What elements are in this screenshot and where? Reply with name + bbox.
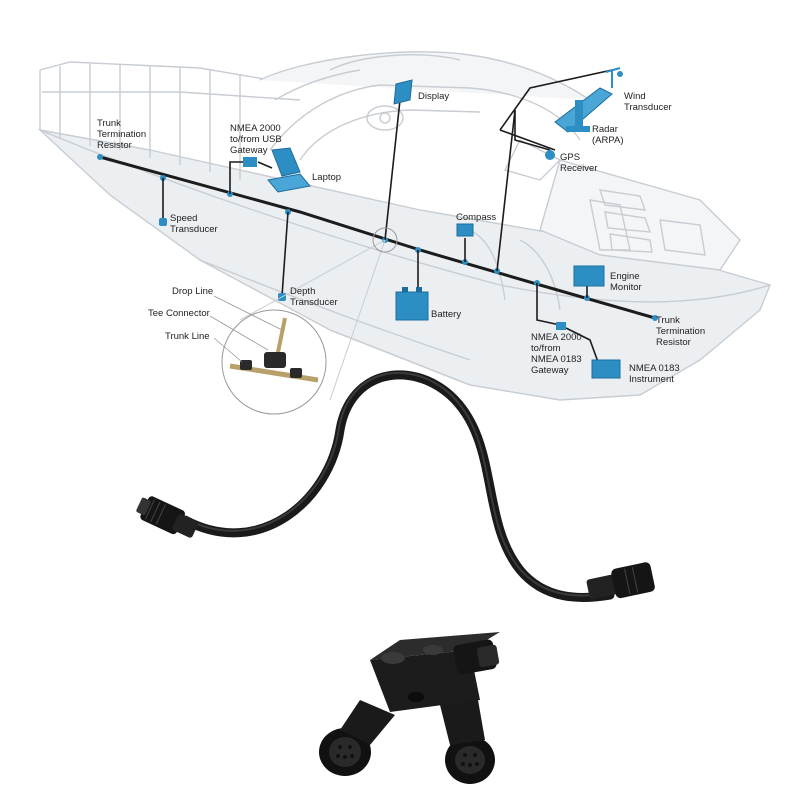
label-trunk-line: Trunk Line [165, 331, 210, 342]
gps-receiver-icon [545, 150, 555, 160]
wind-transducer-icon [605, 67, 623, 88]
display-icon [393, 79, 413, 105]
tee-callout [209, 227, 398, 415]
laptop-icon [267, 147, 311, 193]
label-nmea-0183-gateway: NMEA 2000 to/from NMEA 0183 Gateway [531, 332, 582, 376]
label-drop-line: Drop Line [172, 286, 214, 297]
tee-connector-icon [319, 632, 500, 784]
drop-cable-icon [136, 370, 655, 602]
label-battery: Battery [431, 309, 462, 320]
label-trunk-resistor-left: Trunk Termination Resistor [97, 118, 147, 151]
label-gps-receiver: GPS Receiver [560, 152, 598, 174]
speed-transducer-icon [159, 218, 167, 226]
label-radar: Radar (ARPA) [592, 124, 624, 146]
battery-icon [395, 287, 429, 321]
label-depth-transducer: Depth Transducer [290, 286, 338, 308]
drop-lines [162, 69, 613, 363]
devices [159, 67, 623, 379]
label-usb-gateway: NMEA 2000 to/from USB Gateway [230, 123, 282, 156]
boat-illustration [37, 51, 771, 401]
label-display: Display [418, 91, 450, 102]
trunk-resistor-right-node [652, 315, 658, 321]
label-trunk-resistor-right: Trunk Termination Resistor [656, 315, 706, 348]
label-nmea-0183-instrument: NMEA 0183 Instrument [629, 363, 680, 385]
label-compass: Compass [456, 212, 497, 223]
label-wind-transducer: Wind Transducer [624, 91, 672, 113]
engine-monitor-icon [573, 265, 605, 287]
nmea-0183-gateway-icon [556, 322, 566, 330]
label-engine-monitor: Engine Monitor [610, 271, 642, 293]
label-laptop: Laptop [312, 172, 342, 183]
label-tee-connector: Tee Connector [148, 308, 210, 319]
radar-icon [554, 87, 613, 133]
instrument-icon [591, 359, 621, 379]
usb-gateway-icon [243, 157, 257, 167]
compass-icon [456, 223, 474, 237]
label-speed-transducer: Speed Transducer [170, 213, 218, 235]
trunk-resistor-left-node [97, 154, 103, 160]
